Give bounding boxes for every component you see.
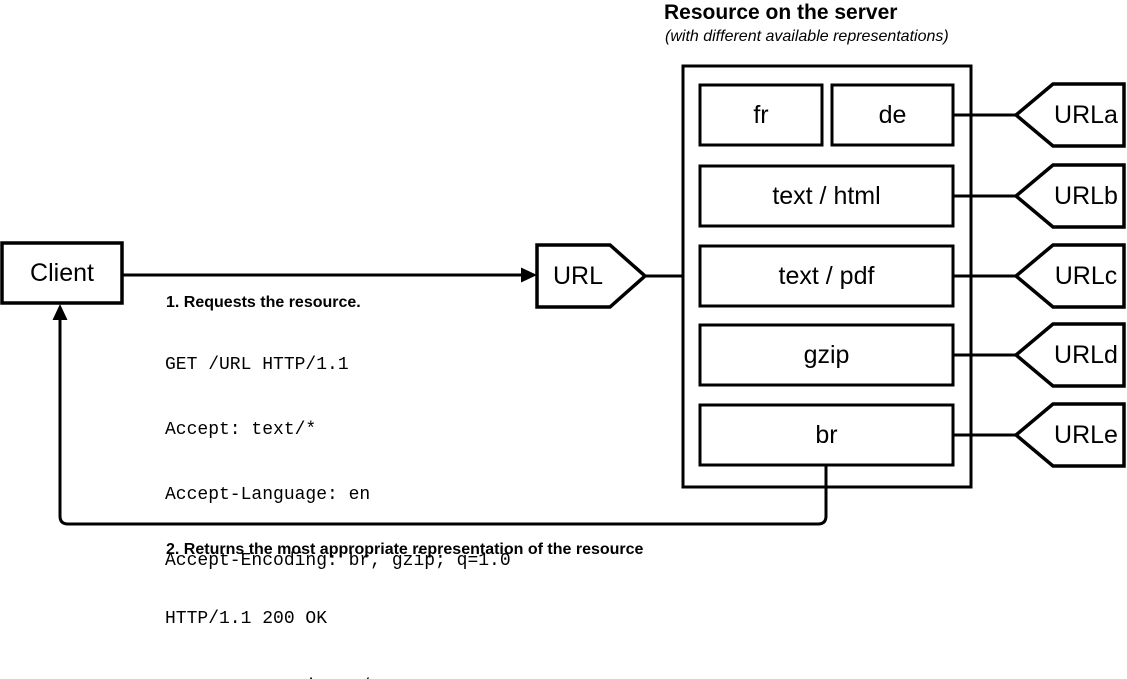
request-step-heading: 1. Requests the resource. [166,294,361,311]
url-tag-d-shape [1013,322,1126,388]
url-tag-e-shape [1013,402,1126,468]
return-arrow-line [58,319,828,526]
rep-box-fr [698,83,824,147]
rep-box-gzip [698,323,955,387]
request-line: GET /URL HTTP/1.1 [165,354,349,375]
request-line: Accept: text/* [165,419,317,440]
request-line: Accept-Language: en [165,485,371,506]
rep-box-de [830,83,955,147]
rep-box-text-html [698,164,955,228]
rep-box-text-pdf [698,244,955,308]
request-arrowhead-icon [521,267,537,283]
response-code-block: HTTP/1.1 200 OK Content-Location: /URLe … [165,563,413,679]
diagram-title: Resource on the server [664,1,898,24]
response-line: HTTP/1.1 200 OK [165,609,328,630]
url-pentagon [535,243,648,309]
request-code-block: GET /URL HTTP/1.1 Accept: text/* Accept-… [165,311,511,616]
rep-box-br [698,403,955,467]
diagram-subtitle: (with different available representation… [665,28,949,45]
url-tag-a-shape [1013,82,1126,148]
request-line: Accept-Encoding: br, gzip; q=1.0 [165,550,511,571]
return-arrowhead-icon [52,304,68,320]
url-tag-c-shape [1013,243,1126,309]
response-step-heading: 2. Returns the most appropriate represen… [166,541,644,558]
url-tag-b-shape [1013,163,1126,229]
response-line: Content-Location: /URLe [165,676,413,679]
client-box [0,241,124,305]
